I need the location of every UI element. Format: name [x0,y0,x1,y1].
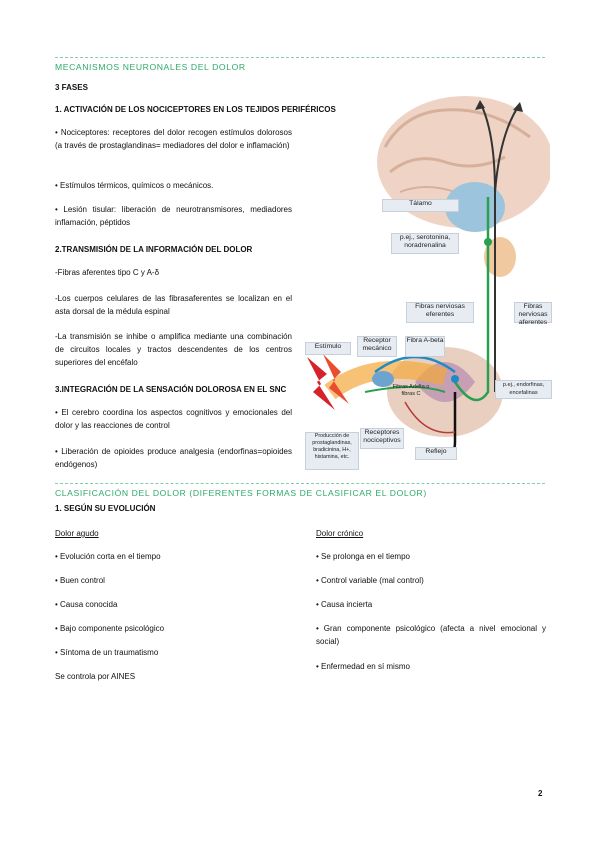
cronico-item: • Gran componente psicológico (afecta a … [316,624,546,646]
brainstem-shape [484,237,516,277]
label-estimulo: Estímulo [305,342,351,355]
cronico-item: • Se prolonga en el tiempo [316,552,410,561]
agudo-footer: Se controla por AINES [55,672,136,681]
stimulus-lightning [307,357,335,410]
cronico-heading: Dolor crónico [316,529,364,538]
brain-shape [377,96,553,228]
fase2-heading: 2.TRANSMISIÓN DE LA INFORMACIÓN DEL DOLO… [55,245,253,254]
fase3-item: • El cerebro coordina los aspectos cogni… [55,408,292,430]
middle-divider [55,483,545,484]
agudo-item: • Evolución corta en el tiempo [55,552,161,561]
thalamus-shape [445,182,505,232]
fase2-item: -La transmisión se inhibe o amplifica me… [55,332,292,367]
agudo-item: • Bajo componente psicológico [55,624,165,633]
cronico-item: • Enfermedad en sí mismo [316,662,410,671]
fase1-item: • Estímulos térmicos, químicos o mecánic… [55,181,214,190]
cronico-item: • Control variable (mal control) [316,576,424,585]
pain-pathway-illustration [307,96,553,455]
pain-pathway-figure: Tálamo p.ej., serotonina, noradrenalina … [305,92,553,470]
receptor-shape [372,371,394,387]
fase1-item: • Nociceptores: receptores del dolor rec… [55,128,292,150]
cronico-item: • Causa incierta [316,600,373,609]
label-fibras-adelta: Fibras Adelta o fibras C [392,384,430,397]
fase3-heading: 3.INTEGRACIÓN DE LA SENSACIÓN DOLOROSA E… [55,385,287,394]
label-endorfinas: p.ej., endorfinas, encefalinas [495,380,552,399]
fases-label: 3 FASES [55,83,88,92]
fase1-heading: 1. ACTIVACIÓN DE LOS NOCICEPTORES EN LOS… [55,105,336,114]
section-title-clasificacion: CLASIFICACIÓN DEL DOLOR (DIFERENTES FORM… [55,488,427,498]
fase2-item: -Fibras aferentes tipo C y A-δ [55,268,160,277]
label-serotonina: p.ej., serotonina, noradrenalina [391,233,459,254]
fase3-item: • Liberación de opioides produce analges… [55,447,292,469]
label-receptor: Receptor mecánico [357,336,397,357]
fase2-item: -Los cuerpos celulares de las fibrasafer… [55,294,292,316]
agudo-item: • Causa conocida [55,600,118,609]
label-fibras-eferentes: Fibras nerviosas eferentes [406,302,474,323]
page-number: 2 [538,789,543,798]
section-title-mecanismos: MECANISMOS NEURONALES DEL DOLOR [55,62,246,72]
label-reflejo: Reflejo [415,447,457,460]
fase1-item: • Lesión tisular: liberación de neurotra… [55,205,292,227]
label-fibras-aferentes: Fibras nerviosas aferentes [514,302,552,326]
label-produccion: Producción de prostaglandinas, bradicini… [305,432,359,470]
subtitle-evolucion: 1. SEGÚN SU EVOLUCIÓN [55,504,156,513]
top-divider [55,57,545,58]
label-talamo: Tálamo [382,199,459,212]
efferent-path [453,197,490,402]
agudo-item: • Síntoma de un traumatismo [55,648,159,657]
label-fibra-abeta: Fibra A-beta [405,336,445,357]
agudo-heading: Dolor agudo [55,529,99,538]
agudo-item: • Buen control [55,576,105,585]
label-receptores-nociceptivos: Receptores nociceptivos [360,428,404,449]
